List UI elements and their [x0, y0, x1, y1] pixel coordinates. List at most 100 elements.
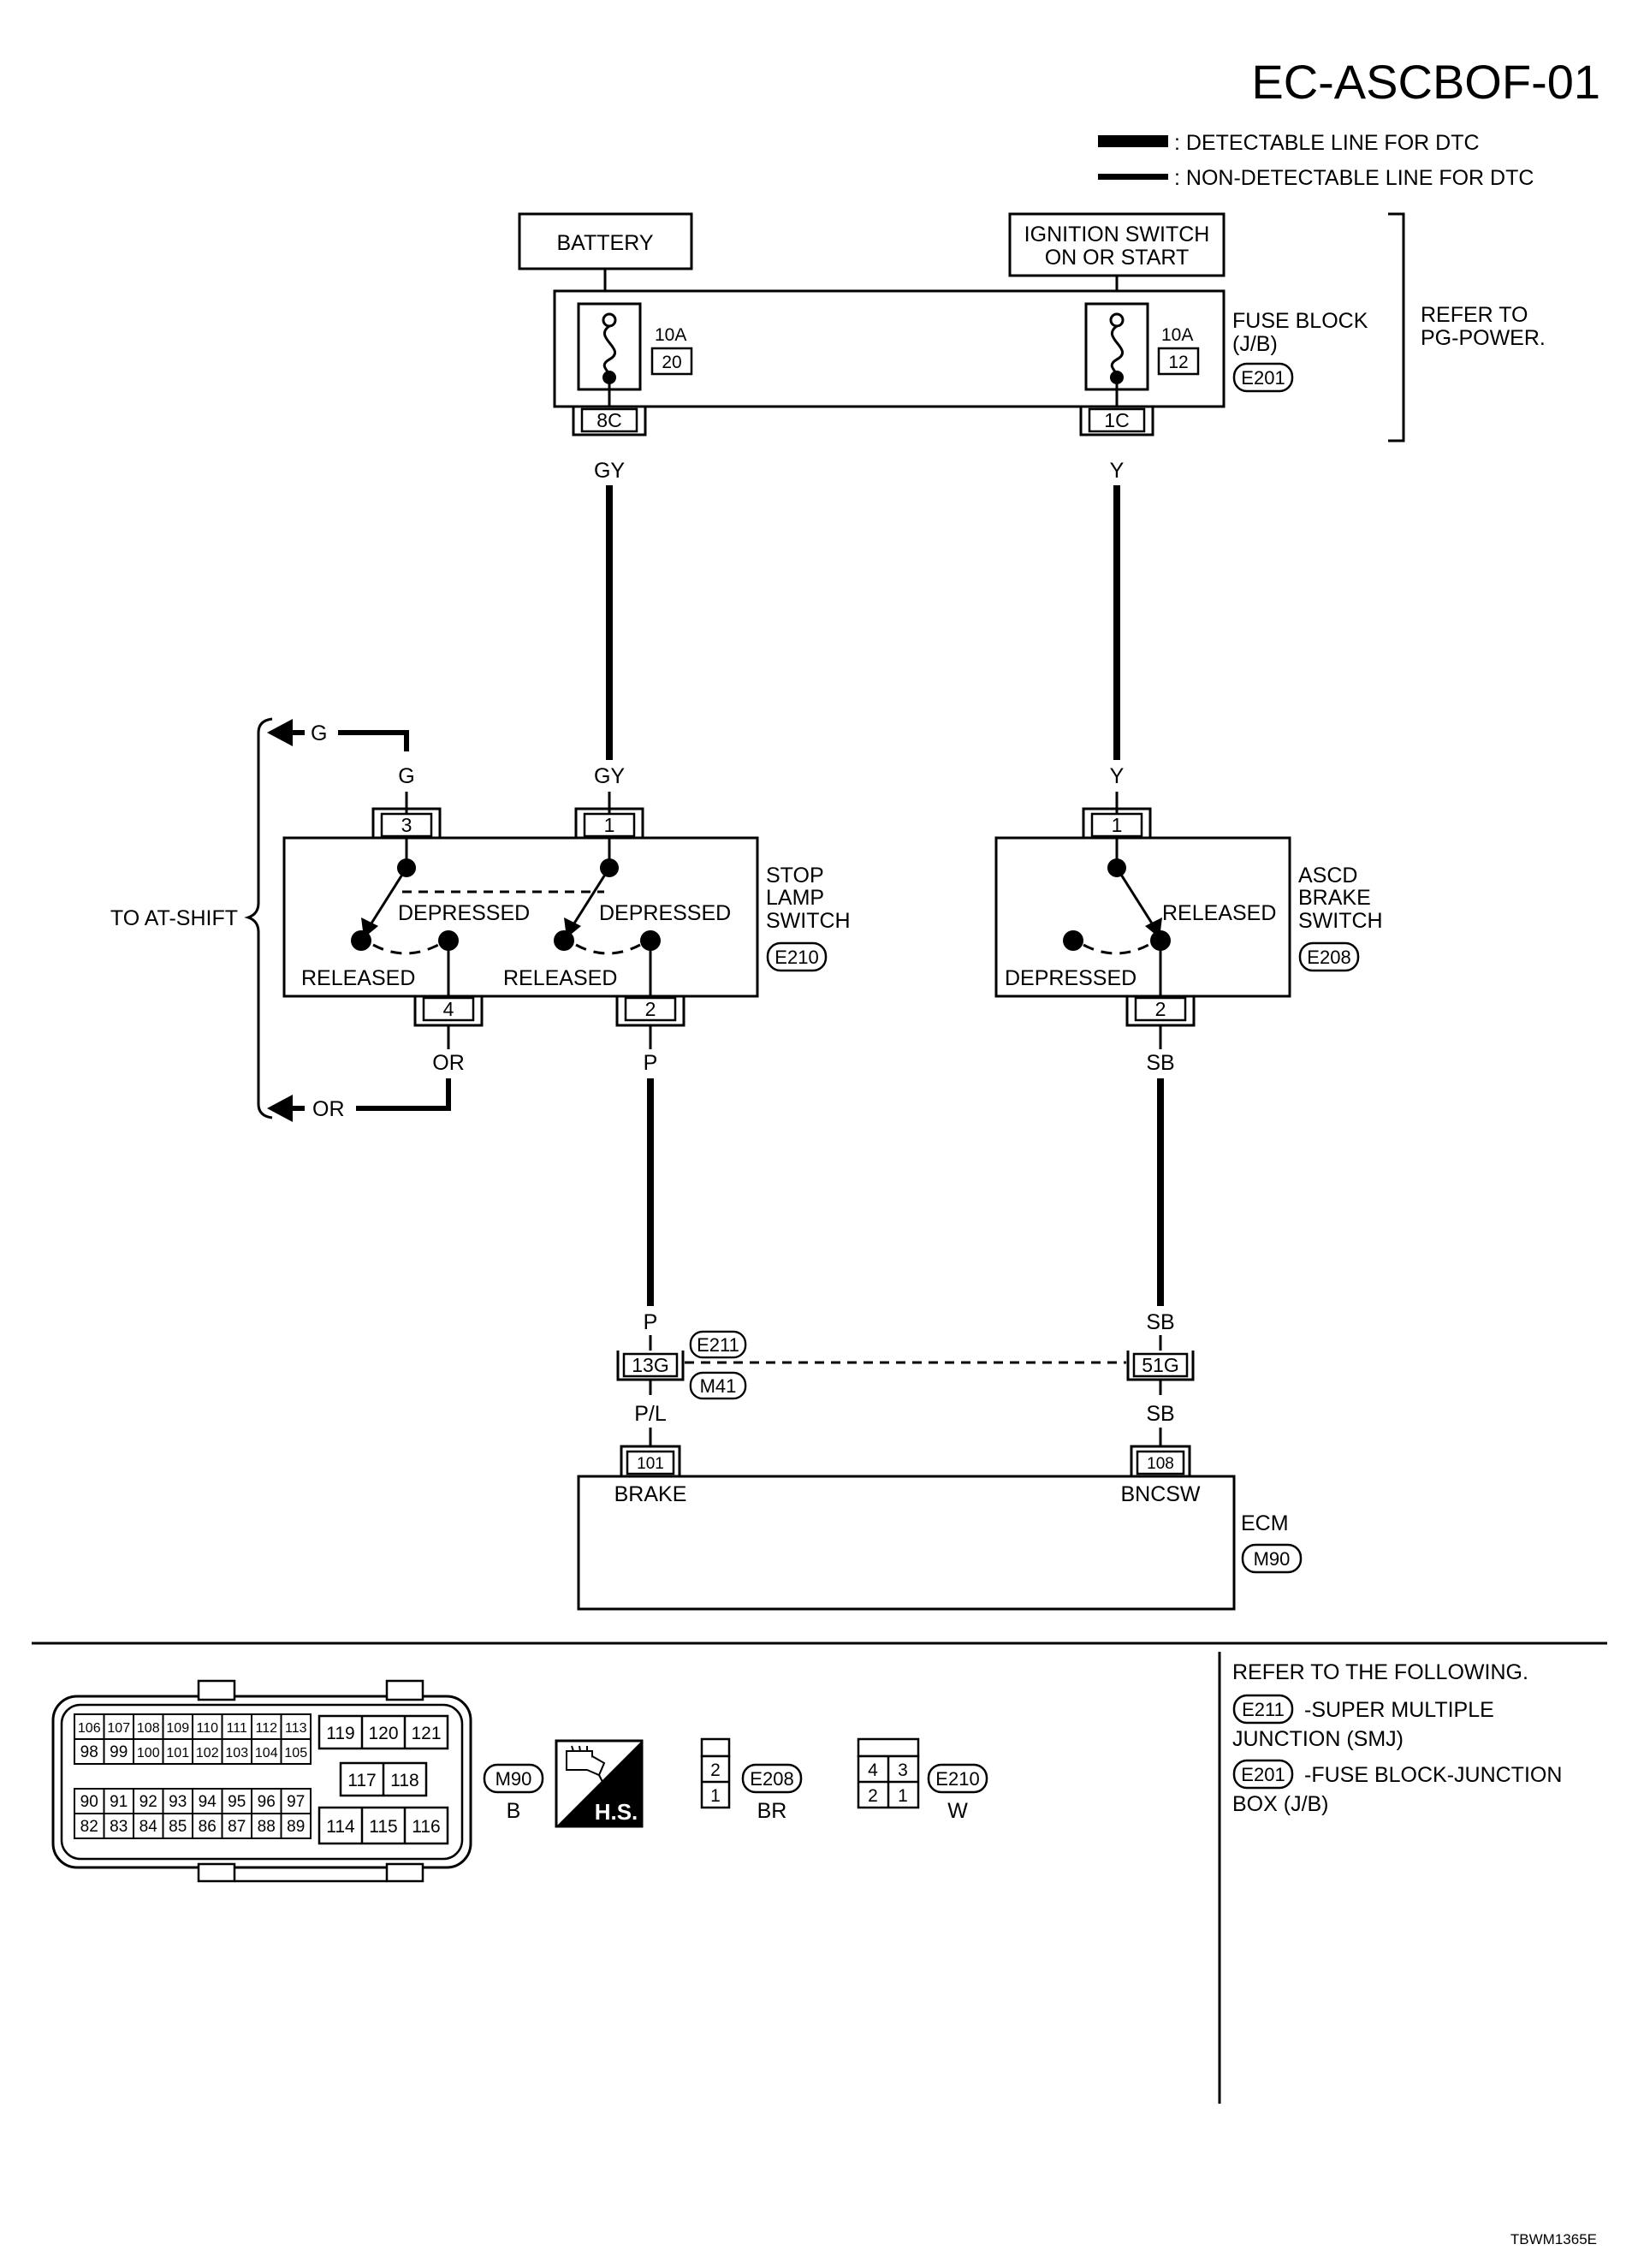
wire-gy-top: GY: [594, 459, 625, 483]
refer-e201-tag: E201: [1241, 1764, 1285, 1785]
ascd-released: RELEASED: [1162, 901, 1276, 925]
m90-pin-84: 84: [139, 1818, 158, 1836]
e210-pin-1: 1: [898, 1786, 908, 1806]
m90-pin-103: 103: [225, 1746, 248, 1760]
m90-pin-cell: [221, 1738, 252, 1765]
m90-pin-113: 113: [285, 1721, 307, 1736]
m90-pin-cell: [251, 1738, 282, 1765]
m90-pin-cell: [192, 1738, 223, 1765]
fuse-right-rating: 10A: [1161, 325, 1193, 345]
junction-e211-tag: E211: [697, 1334, 739, 1356]
m90-pin-cell: [251, 1813, 282, 1839]
e208-pin-1: 1: [710, 1786, 721, 1806]
fuse-block: 10A 20 10A 12 FUSE BLOCK (J/B) E201: [553, 289, 1368, 408]
m90-pin-98: 98: [80, 1743, 98, 1761]
junction-13g-label: 13G: [632, 1354, 668, 1376]
m90-right-block: 119 120 121 117 118 114 115 116: [318, 1714, 449, 1845]
m90-pin-cell: [133, 1738, 164, 1765]
ignition-line2: ON OR START: [1045, 246, 1190, 270]
fuse-block-label2: (J/B): [1232, 332, 1278, 356]
m90-pin-117: 117: [347, 1771, 376, 1790]
legend-detectable: : DETECTABLE LINE FOR DTC: [1174, 131, 1480, 155]
m90-pin-94: 94: [199, 1793, 217, 1811]
stop-lamp-pin3: 3: [401, 814, 412, 836]
m90-pin-87: 87: [228, 1818, 246, 1836]
m90-pin-104: 104: [255, 1746, 278, 1760]
m90-pin-109: 109: [166, 1721, 189, 1736]
m90-pin-110: 110: [196, 1721, 218, 1736]
wire-sb-label-bottom: SB: [1146, 1310, 1174, 1334]
ecm-connector: M90: [1254, 1548, 1291, 1570]
ecm-box: BRAKE BNCSW ECM M90: [577, 1475, 1303, 1611]
stop-lamp-pin1: 1: [604, 814, 615, 836]
e210-pin-2: 2: [868, 1786, 878, 1806]
m90-pin-100: 100: [137, 1746, 160, 1760]
m90-pin-cell: [103, 1813, 134, 1839]
m90-pin-cell: [280, 1788, 312, 1814]
m90-pin-cell: [133, 1813, 164, 1839]
m90-pin-cell: [162, 1738, 193, 1765]
terminal-1c-label: 1C: [1104, 409, 1129, 431]
ecm-pin-108: 108: [1130, 1445, 1191, 1476]
fuse-left-number: 20: [662, 353, 681, 372]
e210-pin-3: 3: [898, 1760, 908, 1780]
wire-or-arrow-label: OR: [312, 1097, 345, 1121]
refer-e201-line1: -FUSE BLOCK-JUNCTION: [1304, 1763, 1562, 1787]
m90-pin-90: 90: [80, 1793, 98, 1811]
at-shift-bracket: TO AT-SHIFT: [110, 717, 273, 1119]
fuse-block-label: FUSE BLOCK: [1232, 309, 1368, 333]
footer-code: TBWM1365E: [1510, 2231, 1597, 2247]
refer-following-heading: REFER TO THE FOLLOWING.: [1232, 1660, 1528, 1684]
m90-pin-107: 107: [107, 1721, 130, 1736]
legend-non-detectable: : NON-DETECTABLE LINE FOR DTC: [1174, 166, 1534, 190]
m90-pin-cell: [133, 1788, 164, 1814]
stop-lamp-pin4: 4: [443, 998, 454, 1020]
m90-pin-120: 120: [368, 1724, 398, 1743]
e208-connector-face: 2 1: [700, 1737, 731, 1809]
m90-pin-96: 96: [258, 1793, 276, 1811]
m90-pin-101: 101: [166, 1746, 189, 1760]
stop-lamp-label1: STOP: [766, 864, 824, 888]
wire-y-top: Y: [1110, 459, 1125, 483]
m90-pin-cell: [74, 1813, 105, 1839]
m90-pin-92: 92: [139, 1793, 157, 1811]
e210-color: W: [947, 1799, 968, 1823]
m90-pin-88: 88: [258, 1818, 276, 1836]
m90-pin-115: 115: [369, 1817, 397, 1837]
ignition-line1: IGNITION SWITCH: [1024, 223, 1210, 246]
refer-e211-line1: -SUPER MULTIPLE: [1304, 1698, 1494, 1722]
m90-color: B: [507, 1799, 521, 1823]
stop-lamp-released-b: RELEASED: [503, 966, 617, 990]
wire-sb-label-top: SB: [1146, 1051, 1174, 1075]
m90-pin-cell: [103, 1738, 134, 1765]
m90-pin-cell: [162, 1813, 193, 1839]
m90-pin-97: 97: [287, 1793, 305, 1811]
e210-tag: E210: [935, 1768, 979, 1790]
e208-color: BR: [757, 1799, 787, 1823]
wire-y-label: Y: [1110, 764, 1125, 788]
refer-to-line1: REFER TO: [1421, 303, 1528, 327]
wire-or-label: OR: [432, 1051, 465, 1075]
m90-pin-116: 116: [412, 1817, 440, 1837]
m90-pin-cell: [162, 1788, 193, 1814]
m90-pin-105: 105: [284, 1746, 307, 1760]
m90-pin-86: 86: [199, 1818, 217, 1836]
m90-pin-cell: [192, 1788, 223, 1814]
m90-pin-93: 93: [169, 1793, 187, 1811]
m90-tag: M90: [496, 1768, 532, 1790]
stop-lamp-label2: LAMP: [766, 886, 824, 910]
m90-pin-119: 119: [326, 1724, 354, 1743]
m90-pin-82: 82: [80, 1818, 98, 1836]
ecm-bncsw-signal: BNCSW: [1120, 1482, 1200, 1506]
wire-sb: SB SB: [1146, 1025, 1175, 1351]
refer-e211-tag: E211: [1242, 1699, 1285, 1720]
fuse-left: 10A 20: [577, 302, 693, 391]
e210-connector-face: 4 3 2 1: [857, 1737, 920, 1809]
ecm-pin-101: 101: [620, 1445, 681, 1476]
ascd-pin1: 1: [1112, 814, 1123, 836]
stop-lamp-pin2: 2: [645, 998, 656, 1020]
stop-lamp-label3: SWITCH: [766, 909, 851, 933]
